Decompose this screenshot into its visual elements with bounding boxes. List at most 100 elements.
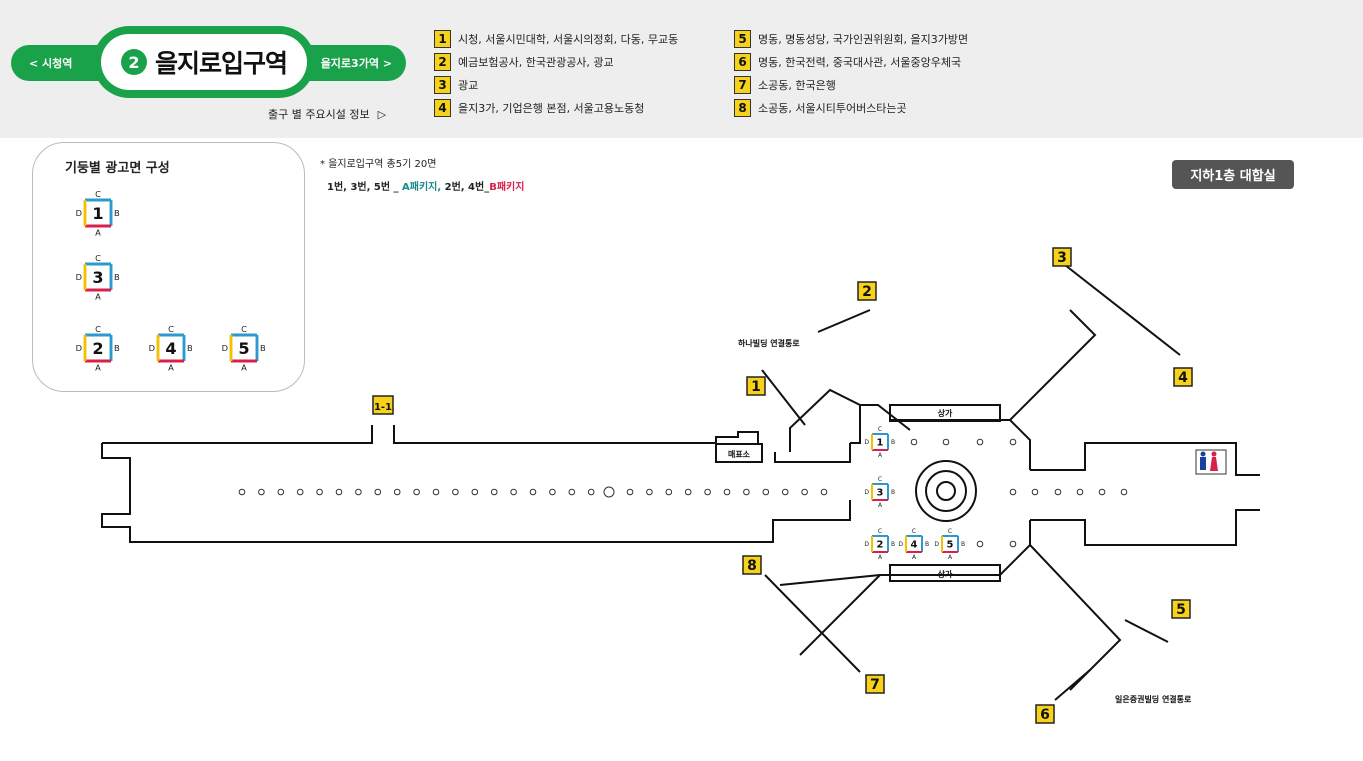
- side-label-left: D: [76, 272, 82, 282]
- pillar-number: 2: [92, 339, 103, 358]
- line-2-badge: 2: [120, 49, 147, 75]
- side-label-left: D: [934, 541, 939, 548]
- exit-badge-number: 3: [1057, 250, 1067, 266]
- exit-badge-3[interactable]: 3: [1052, 247, 1072, 267]
- column-dot: [1009, 488, 1017, 496]
- side-label-right: B: [187, 343, 193, 353]
- side-label-top: C: [95, 324, 101, 334]
- exit-number-badge: 7: [734, 76, 751, 94]
- exit-badge-number: 6: [1040, 707, 1050, 723]
- side-label-top: C: [241, 324, 247, 334]
- column-dot: [471, 488, 479, 496]
- play-arrow-icon: ▷: [377, 107, 387, 121]
- exit-badge-4[interactable]: 4: [1173, 367, 1193, 387]
- side-label-left: D: [149, 343, 155, 353]
- exit-badge-5[interactable]: 5: [1171, 599, 1191, 619]
- side-label-top: C: [878, 476, 882, 483]
- column-dot: [355, 488, 362, 496]
- exit-row: 7 소공동, 한국은행: [734, 76, 968, 94]
- side-label-right: B: [114, 343, 120, 353]
- station-name: 을지로입구역: [154, 49, 288, 78]
- side-label-right: B: [925, 541, 929, 548]
- side-label-top: C: [912, 528, 916, 535]
- side-label-bottom: A: [95, 291, 101, 301]
- exit-info-link[interactable]: 출구 별 주요시설 정보 ▷: [268, 106, 386, 122]
- exit-number-badge: 1: [434, 30, 451, 48]
- column-dot: [1076, 488, 1084, 496]
- side-label-right: B: [114, 208, 120, 218]
- side-label-top: C: [878, 528, 882, 535]
- station-title-pill: 2 을지로입구역: [93, 26, 315, 98]
- column-dot: [1098, 488, 1106, 496]
- column-dot: [1120, 488, 1128, 496]
- map-columns: [238, 438, 1128, 548]
- column-dot: [335, 488, 343, 496]
- side-label-bottom: A: [95, 362, 101, 372]
- side-label-right: B: [891, 439, 895, 446]
- side-label-left: D: [76, 208, 82, 218]
- side-label-top: C: [168, 324, 174, 334]
- side-label-left: D: [76, 343, 82, 353]
- package-note: 1번, 3번, 5번 _ A패키지, 2번, 4번_B패키지: [327, 178, 524, 193]
- exit-number-badge: 2: [434, 53, 451, 71]
- shop-top-label: 상가: [938, 408, 953, 418]
- side-label-bottom: A: [168, 362, 174, 372]
- legend-title: 기둥별 광고면 구성: [65, 161, 170, 176]
- exit-number-badge: 5: [734, 30, 751, 48]
- exit-badge-8[interactable]: 8: [742, 555, 762, 575]
- pillar-number: 3: [92, 268, 103, 287]
- exit-number-badge: 4: [434, 99, 451, 117]
- exit-badge-number: 7: [870, 677, 880, 693]
- exit-description: 시청, 서울시민대학, 서울시의정회, 다동, 무교동: [458, 33, 679, 46]
- side-label-left: D: [898, 541, 903, 548]
- exit-description: 소공동, 서울시티투어버스타는곳: [758, 102, 907, 115]
- column-dot: [510, 488, 517, 496]
- column-dot: [646, 488, 653, 496]
- side-label-top: C: [948, 528, 952, 535]
- exit-badge-1[interactable]: 1: [746, 376, 766, 396]
- column-dot: [743, 488, 750, 496]
- exit-description: 소공동, 한국은행: [758, 79, 836, 92]
- package-note-prefix: 1번, 3번, 5번 _: [327, 182, 402, 193]
- exit-badge-number: 5: [1176, 602, 1186, 618]
- exit-badge-1-1[interactable]: 1-1: [372, 395, 394, 415]
- column-dot: [452, 488, 459, 496]
- side-label-bottom: A: [878, 452, 883, 459]
- map-exit-badges: 1-1 1 2 3 4 5 6 7 8: [372, 247, 1193, 724]
- restroom-icon: [1195, 449, 1227, 475]
- column-dot: [1031, 488, 1039, 496]
- exit-badge-2[interactable]: 2: [857, 281, 877, 301]
- exit-badge-number: 4: [1178, 370, 1188, 386]
- side-label-bottom: A: [878, 502, 883, 509]
- ticket-office-label: 매표소: [728, 449, 751, 459]
- side-label-bottom: A: [948, 554, 953, 561]
- exit-description: 광교: [458, 79, 479, 92]
- column-dot: [820, 488, 828, 496]
- side-label-right: B: [260, 343, 266, 353]
- side-label-bottom: A: [241, 362, 247, 372]
- exit-badge-6[interactable]: 6: [1035, 704, 1055, 724]
- column-dot: [762, 488, 770, 496]
- exit-badge-7[interactable]: 7: [865, 674, 885, 694]
- ilun-connector-label: 일은증권빌딩 연결통로: [1115, 694, 1192, 704]
- column-dot: [665, 488, 673, 496]
- exit-row: 1 시청, 서울시민대학, 서울시의정회, 다동, 무교동: [434, 30, 678, 48]
- column-dot: [723, 488, 731, 496]
- side-label-top: C: [95, 189, 101, 199]
- hana-connector-label: 하나빌딩 연결통로: [738, 338, 800, 348]
- map-labels: 상가 상가 매표소 하나빌딩 연결통로 일은증권빌딩 연결통로: [728, 338, 1192, 704]
- column-dot: [296, 488, 304, 496]
